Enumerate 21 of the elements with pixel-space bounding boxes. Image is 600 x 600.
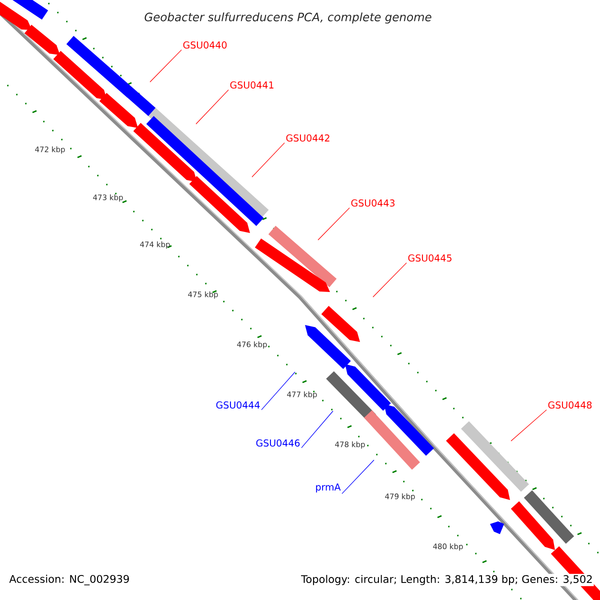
accession-text: Accession: NC_002939 xyxy=(9,574,129,586)
leader-line xyxy=(301,410,334,448)
gene-label: GSU0444 xyxy=(216,401,260,409)
leader-line xyxy=(342,460,374,494)
gene-label: GSU0442 xyxy=(286,134,330,142)
genome-info-text: Topology: circular; Length: 3,814,139 bp; Genes: 3,502 xyxy=(300,574,594,586)
leader-line xyxy=(372,262,407,298)
title: Geobacter sulfurreducens PCA, complete genome xyxy=(144,12,432,24)
leader-line xyxy=(150,50,182,82)
leader-line xyxy=(510,410,547,442)
leader-line xyxy=(318,208,350,240)
gene-label: GSU0440 xyxy=(183,41,227,49)
gene-label: GSU0443 xyxy=(351,199,394,207)
gene-label: GSU0441 xyxy=(230,81,274,89)
gene-label: GSU0445 xyxy=(408,254,452,262)
leader-line xyxy=(196,90,229,124)
gene-label: prmA xyxy=(316,484,341,492)
gene-label: GSU0448 xyxy=(548,401,592,409)
gene-label: GSU0446 xyxy=(256,439,300,447)
leader-line xyxy=(261,372,296,410)
leader-line xyxy=(252,142,285,178)
